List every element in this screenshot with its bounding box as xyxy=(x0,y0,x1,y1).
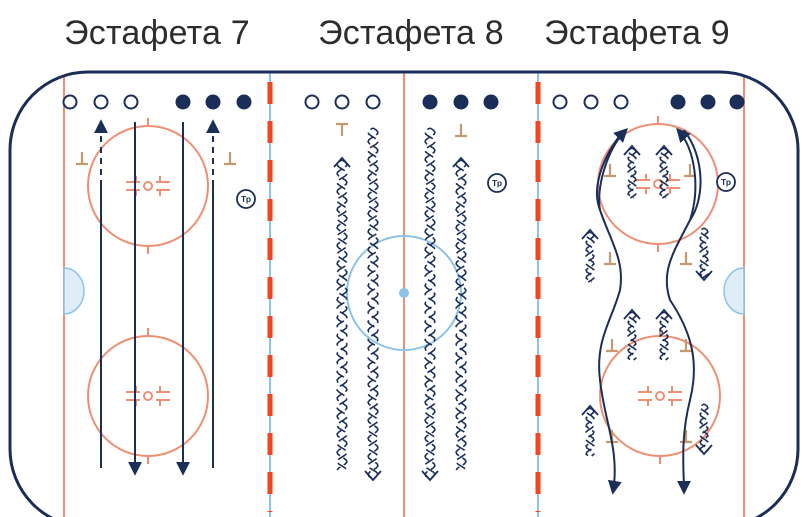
center-circle xyxy=(346,235,462,351)
faceoff-bracket-left xyxy=(638,386,652,406)
coach-icon: Тр xyxy=(487,173,507,193)
goal-crease-left xyxy=(63,267,85,315)
rink-boards xyxy=(8,70,800,517)
arrow-icon xyxy=(655,144,673,156)
skating-path xyxy=(659,311,669,361)
skating-path xyxy=(424,127,436,479)
filled-circle-icon xyxy=(175,94,191,110)
filled-circle-icon xyxy=(670,94,686,110)
cone-icon xyxy=(455,124,467,138)
arrow-icon xyxy=(623,144,641,156)
route-curve xyxy=(598,128,628,211)
open-circle-icon xyxy=(62,94,78,110)
filled-circle-icon xyxy=(700,94,716,110)
open-circle-icon xyxy=(613,94,629,110)
filled-circle-icon xyxy=(236,94,252,110)
route-curve xyxy=(676,127,697,221)
open-circle-icon xyxy=(334,94,350,110)
open-circle-icon xyxy=(123,94,139,110)
open-circle-icon xyxy=(304,94,320,110)
arrow-icon xyxy=(452,156,470,168)
coach-icon: Тр xyxy=(236,189,256,209)
cone-icon xyxy=(680,252,692,266)
skating-path xyxy=(659,147,669,199)
coach-label: Тр xyxy=(241,194,251,204)
skating-path xyxy=(336,159,348,471)
center-dot xyxy=(399,288,409,298)
faceoff-bracket-right xyxy=(156,176,170,196)
faceoff-bracket-left xyxy=(636,174,650,194)
faceoff-bracket-right xyxy=(666,174,680,194)
filled-circle-icon xyxy=(483,94,499,110)
faceoff-dot xyxy=(143,391,153,401)
cone-icon xyxy=(224,152,236,166)
skating-path xyxy=(627,311,637,361)
arrow-icon xyxy=(623,308,641,320)
cone-icon xyxy=(680,339,692,353)
cone-icon xyxy=(604,164,616,178)
faceoff-dot xyxy=(143,181,153,191)
arrow-icon xyxy=(364,470,382,482)
cone-icon xyxy=(76,152,88,166)
skating-path xyxy=(699,403,709,453)
open-circle-icon xyxy=(583,94,599,110)
open-circle-icon xyxy=(365,94,381,110)
cone-icon xyxy=(604,252,616,266)
faceoff-bracket-right xyxy=(156,386,170,406)
filled-circle-icon xyxy=(205,94,221,110)
open-circle-icon xyxy=(552,94,568,110)
route-curve xyxy=(596,129,625,495)
coach-icon: Тр xyxy=(716,172,736,192)
faceoff-bracket-right xyxy=(668,386,682,406)
arrow-icon xyxy=(695,444,713,456)
arrow-icon xyxy=(695,270,713,282)
skating-path xyxy=(455,159,467,471)
arrow-icon xyxy=(655,308,673,320)
title-relay-7: Эстафета 7 xyxy=(64,14,250,52)
faceoff-bracket-left xyxy=(126,176,140,196)
cone-icon xyxy=(336,122,348,136)
coach-label: Тр xyxy=(721,177,731,187)
arrow-icon xyxy=(581,404,599,416)
filled-circle-icon xyxy=(453,94,469,110)
cone-icon xyxy=(680,430,692,444)
route-curve xyxy=(665,129,702,495)
skating-path xyxy=(585,231,595,283)
title-relay-8: Эстафета 8 xyxy=(318,14,504,52)
faceoff-circle-left-top xyxy=(87,125,209,247)
skating-path xyxy=(585,407,595,457)
cone-icon xyxy=(606,339,618,353)
goal-crease-right xyxy=(723,267,745,315)
arrow-icon xyxy=(421,470,439,482)
arrow-icon xyxy=(581,228,599,240)
arrow-icon xyxy=(333,156,351,168)
skating-path xyxy=(627,147,637,199)
faceoff-circle-left-bottom xyxy=(87,335,209,457)
skating-path xyxy=(699,227,709,279)
open-circle-icon xyxy=(93,94,109,110)
skating-path xyxy=(367,127,379,479)
faceoff-dot xyxy=(655,391,665,401)
filled-circle-icon xyxy=(422,94,438,110)
coach-label: Тр xyxy=(492,178,502,188)
faceoff-bracket-left xyxy=(126,386,140,406)
title-relay-9: Эстафета 9 xyxy=(544,14,730,52)
filled-circle-icon xyxy=(729,94,745,110)
